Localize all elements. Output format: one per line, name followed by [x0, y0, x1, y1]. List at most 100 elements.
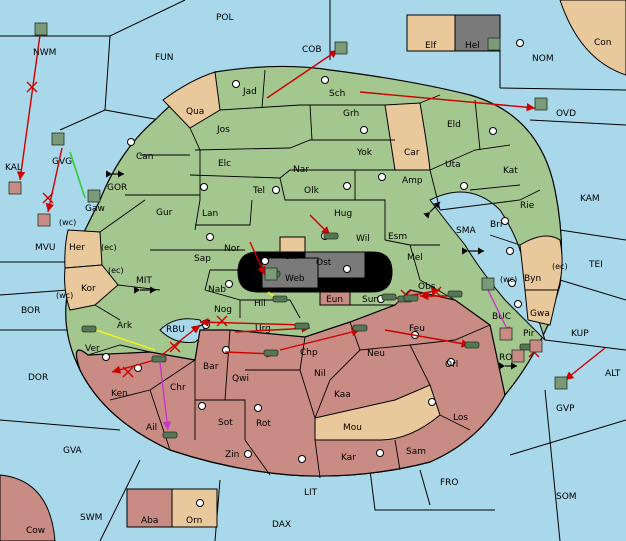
- svg-text:MVU: MVU: [35, 243, 56, 253]
- svg-text:GOR: GOR: [107, 183, 127, 193]
- province-mou-tan: [314, 384, 441, 441]
- svg-text:Her: Her: [69, 243, 85, 253]
- svg-text:Can: Can: [136, 152, 154, 162]
- svg-text:Ark: Ark: [117, 321, 133, 331]
- svg-text:Ver: Ver: [85, 344, 100, 354]
- province-byn[interactable]: [519, 235, 563, 291]
- svg-text:Orn: Orn: [186, 516, 202, 526]
- svg-text:Lan: Lan: [202, 209, 218, 219]
- svg-text:Qua: Qua: [186, 107, 204, 117]
- svg-text:Eld: Eld: [447, 120, 461, 130]
- svg-text:Mou: Mou: [343, 423, 362, 433]
- svg-text:Byn: Byn: [524, 274, 541, 284]
- svg-text:Wil: Wil: [356, 234, 370, 244]
- svg-text:TEI: TEI: [588, 260, 603, 270]
- svg-text:Elf: Elf: [425, 41, 437, 51]
- svg-text:(wc): (wc): [59, 218, 76, 227]
- svg-text:LIT: LIT: [304, 488, 318, 498]
- svg-text:Ken: Ken: [111, 389, 128, 399]
- svg-text:FUN: FUN: [155, 53, 174, 63]
- svg-text:Jad: Jad: [242, 87, 257, 97]
- svg-text:Olk: Olk: [304, 186, 320, 196]
- svg-text:GVP: GVP: [556, 404, 575, 414]
- svg-text:Sam: Sam: [406, 447, 426, 457]
- svg-text:Hel: Hel: [465, 41, 480, 51]
- svg-text:Cow: Cow: [26, 526, 45, 536]
- svg-text:Tel: Tel: [252, 186, 265, 196]
- svg-text:Gaw: Gaw: [85, 204, 105, 214]
- inner-sea-inlet: [153, 140, 205, 320]
- svg-text:Nab: Nab: [208, 285, 226, 295]
- svg-text:KAM: KAM: [580, 194, 600, 204]
- province-aba[interactable]: [126, 488, 173, 528]
- svg-text:Elc: Elc: [218, 159, 231, 169]
- svg-text:Nar: Nar: [293, 165, 309, 175]
- svg-text:NOM: NOM: [532, 54, 554, 64]
- svg-text:Nog: Nog: [214, 305, 232, 315]
- svg-text:Kat: Kat: [503, 166, 518, 176]
- svg-text:Chr: Chr: [170, 383, 186, 393]
- svg-text:RBU: RBU: [166, 325, 185, 335]
- svg-text:ROD: ROD: [499, 353, 519, 363]
- svg-text:Kar: Kar: [341, 453, 356, 463]
- svg-text:Ost: Ost: [316, 258, 332, 268]
- svg-text:(ec): (ec): [101, 243, 117, 252]
- province-elf[interactable]: [406, 14, 456, 52]
- svg-text:FRO: FRO: [440, 478, 459, 488]
- svg-text:COB: COB: [302, 45, 322, 55]
- svg-text:Eun: Eun: [326, 295, 343, 305]
- svg-text:Los: Los: [453, 413, 468, 423]
- svg-text:MIT: MIT: [136, 276, 152, 286]
- svg-text:Mel: Mel: [407, 253, 423, 263]
- supply-centers: [102, 39, 524, 507]
- province-kor[interactable]: [64, 264, 119, 311]
- svg-text:(wc): (wc): [56, 291, 73, 300]
- svg-text:Feu: Feu: [409, 324, 425, 334]
- province-orn[interactable]: [171, 488, 218, 528]
- svg-text:Urg: Urg: [255, 324, 271, 334]
- svg-text:Kaa: Kaa: [334, 390, 351, 400]
- svg-text:Sun: Sun: [362, 295, 379, 305]
- svg-text:DAX: DAX: [272, 520, 291, 530]
- svg-text:Aba: Aba: [141, 516, 158, 526]
- svg-text:Bar: Bar: [203, 362, 219, 372]
- svg-text:Sot: Sot: [218, 418, 233, 428]
- svg-text:DOR: DOR: [28, 373, 48, 383]
- province-web[interactable]: [261, 257, 319, 289]
- province-borders: [87, 69, 541, 479]
- svg-text:SWM: SWM: [80, 513, 102, 523]
- svg-text:(ec): (ec): [552, 262, 568, 271]
- svg-text:Jos: Jos: [216, 125, 230, 135]
- svg-text:Web: Web: [285, 274, 305, 284]
- svg-text:Pir: Pir: [523, 329, 535, 339]
- svg-text:Bri: Bri: [490, 220, 502, 230]
- svg-text:SMA: SMA: [456, 226, 476, 236]
- svg-text:Chp: Chp: [300, 348, 318, 358]
- svg-text:KAL: KAL: [5, 163, 22, 173]
- province-qua[interactable]: [162, 71, 221, 129]
- svg-text:Gur: Gur: [156, 208, 173, 218]
- svg-text:NWM: NWM: [33, 48, 56, 58]
- province-gwa[interactable]: [524, 289, 559, 326]
- svg-text:Grh: Grh: [343, 109, 359, 119]
- move-orders: [16, 34, 606, 381]
- svg-text:Qwi: Qwi: [232, 374, 249, 384]
- svg-text:ALT: ALT: [605, 369, 621, 379]
- army-units: [81, 232, 535, 439]
- crossing-arrows: [106, 170, 517, 370]
- svg-text:Hug: Hug: [334, 209, 352, 219]
- svg-text:GVG: GVG: [52, 157, 72, 167]
- svg-text:Sap: Sap: [194, 254, 211, 264]
- svg-text:KUP: KUP: [571, 329, 589, 339]
- svg-text:Neu: Neu: [367, 349, 385, 359]
- svg-text:Car: Car: [404, 148, 420, 158]
- svg-text:Yok: Yok: [356, 148, 373, 158]
- svg-text:Sch: Sch: [329, 89, 345, 99]
- svg-text:Esm: Esm: [388, 232, 407, 242]
- support-orders: [159, 289, 511, 431]
- svg-text:Gwa: Gwa: [530, 309, 550, 319]
- svg-text:SOM: SOM: [556, 492, 577, 502]
